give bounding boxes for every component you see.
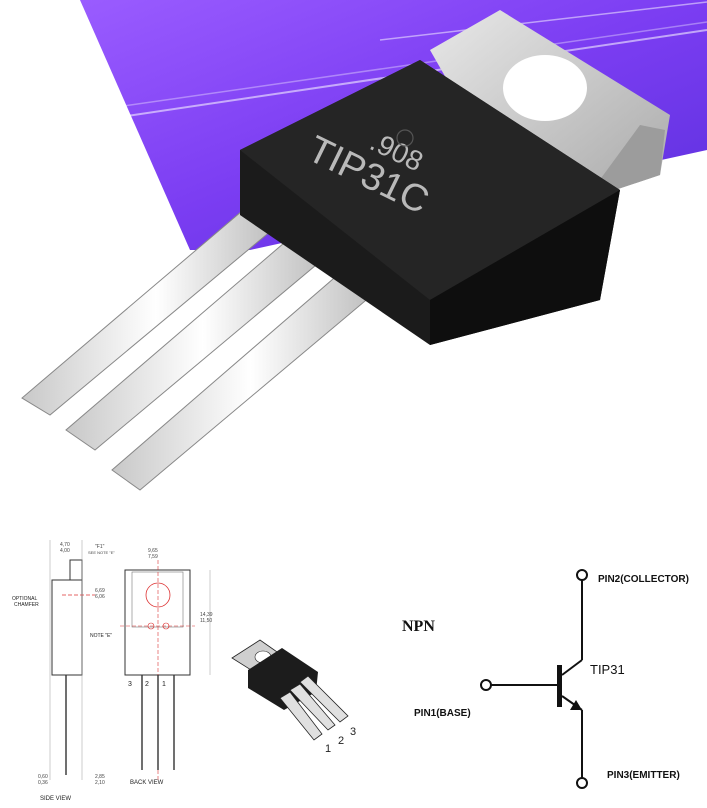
back-pin-1: 1 xyxy=(162,681,166,688)
dim-height-1: 14,39 xyxy=(200,612,213,618)
dim-pitch-1: 2,85 xyxy=(95,774,105,780)
pin-base-label: PIN1(BASE) xyxy=(414,708,471,719)
dim-top-width-1: 4,70 xyxy=(60,542,70,548)
transistor-leads xyxy=(21,199,391,491)
back-view-label: BACK VIEW xyxy=(130,780,164,786)
dim-back-width-1: 9,65 xyxy=(148,548,158,554)
optional-chamfer-label-2: CHAMFER xyxy=(14,602,39,608)
mounting-hole xyxy=(503,55,587,121)
base-terminal xyxy=(480,679,492,691)
back-view-drawing: 9,65 7,59 14,39 11,50 NOTE "E" 3 2 1 BAC… xyxy=(90,548,213,786)
to220-package-drawing: 1 2 3 xyxy=(231,639,356,755)
see-note-e-label: SEE NOTE "E" xyxy=(88,550,115,555)
dim-lead-thick-1: 0,60 xyxy=(38,774,48,780)
transistor-body: TIP31C .908 xyxy=(240,60,620,345)
dim-back-width-2: 7,59 xyxy=(148,554,158,560)
pin-collector-label: PIN2(COLLECTOR) xyxy=(598,574,689,585)
optional-chamfer-label-1: OPTIONAL xyxy=(12,596,38,602)
dim-height-2: 11,50 xyxy=(200,618,212,624)
transistor-photo: TIP31C .908 xyxy=(21,0,707,491)
emitter-terminal xyxy=(576,777,588,789)
package-pin-1: 1 xyxy=(325,743,331,755)
part-label: TIP31 xyxy=(590,662,625,677)
side-view-label: SIDE VIEW xyxy=(40,796,71,802)
collector-terminal xyxy=(576,569,588,581)
dim-top-width-2: 4,00 xyxy=(60,548,70,554)
dim-lead-thick-2: 0,36 xyxy=(38,780,48,786)
package-pin-3: 3 xyxy=(350,726,356,738)
npn-type-label: NPN xyxy=(402,618,435,635)
dim-pitch-2: 2,10 xyxy=(95,780,105,786)
side-view-drawing: OPTIONAL CHAMFER 4,70 4,00 "F1" SEE NOTE… xyxy=(12,540,115,802)
package-pin-2: 2 xyxy=(338,735,344,747)
back-pin-3: 3 xyxy=(128,681,132,688)
pin-emitter-label: PIN3(EMITTER) xyxy=(607,770,680,781)
back-pin-2: 2 xyxy=(145,681,149,688)
note-e-label: NOTE "E" xyxy=(90,633,112,639)
dim-body-width-1: 6,69 xyxy=(95,588,105,594)
drawings-panel: OPTIONAL CHAMFER 4,70 4,00 "F1" SEE NOTE… xyxy=(12,540,689,802)
dim-body-width-2: 6,06 xyxy=(95,594,105,600)
note-f-label: "F1" xyxy=(95,544,105,550)
npn-schematic: NPN PIN2(COLLECTOR) TIP31 PIN1(BASE) PIN… xyxy=(402,569,689,789)
